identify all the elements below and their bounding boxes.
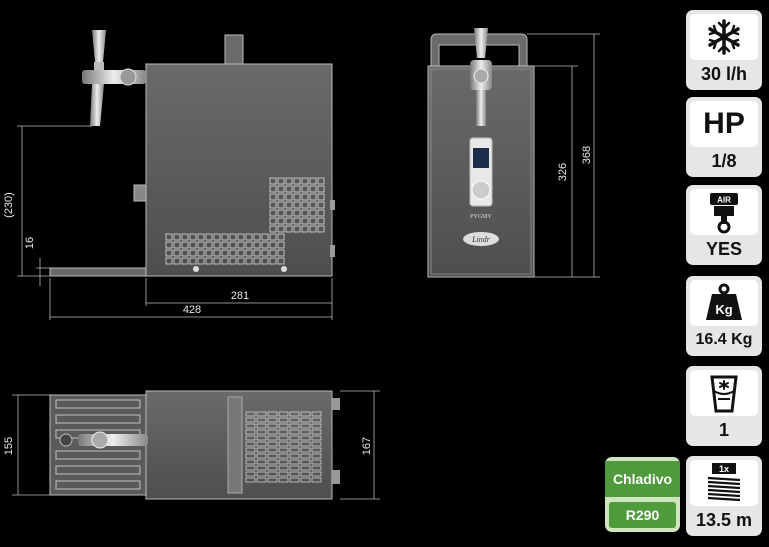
side-cabinet bbox=[145, 63, 333, 277]
air-compressor-icon: AIR bbox=[690, 189, 758, 235]
spec-value: 16.4 Kg bbox=[695, 331, 753, 348]
dim-16: 16 bbox=[24, 237, 36, 249]
ice-cup-icon bbox=[690, 370, 758, 416]
dim-281: 281 bbox=[231, 290, 249, 302]
side-handle bbox=[224, 34, 244, 65]
dim-428: 428 bbox=[183, 304, 201, 316]
refrigerant-value: R290 bbox=[609, 502, 676, 528]
drip-tray-side bbox=[49, 267, 147, 277]
top-handle bbox=[227, 396, 243, 494]
vent-grid-top bbox=[245, 411, 322, 483]
coil-count-label: 1x bbox=[719, 464, 729, 474]
dim-167: 167 bbox=[361, 437, 373, 455]
dim-368: 368 bbox=[581, 146, 593, 164]
tap-spout-front bbox=[476, 90, 486, 126]
model-label: PYGMY bbox=[470, 214, 492, 220]
refrigerant-badge: Chladivo R290 bbox=[605, 457, 680, 532]
tap-handle-front bbox=[474, 28, 488, 58]
spec-value: 1/8 bbox=[711, 151, 737, 171]
tap-handle-side bbox=[92, 30, 106, 62]
spec-value: 1 bbox=[718, 420, 729, 440]
spec-value: YES bbox=[705, 239, 743, 259]
top-dimensions bbox=[12, 390, 380, 500]
spec-air-compressor: AIR YES bbox=[686, 185, 762, 265]
front-view: PYGMY Lindr bbox=[427, 28, 535, 278]
side-dimensions bbox=[17, 125, 333, 320]
spec-cooling-capacity: 30 l/h bbox=[686, 10, 762, 90]
tap-top bbox=[78, 434, 148, 446]
spec-cooling-coil: 1x 13.5 m bbox=[686, 456, 762, 536]
kg-label: Kg bbox=[715, 302, 732, 317]
brand-label: Lindr bbox=[471, 235, 491, 244]
weight-icon: Kg bbox=[690, 280, 758, 326]
refrigerant-label: Chladivo bbox=[605, 461, 680, 497]
side-view bbox=[49, 30, 335, 277]
dim-326: 326 bbox=[557, 163, 569, 181]
top-view bbox=[49, 390, 340, 500]
vent-grid-side bbox=[165, 177, 325, 265]
snowflake-icon bbox=[690, 14, 758, 60]
cooling-coil-icon: 1x bbox=[690, 460, 758, 506]
dim-230: (230) bbox=[3, 192, 15, 218]
spec-value: 13.5 m bbox=[695, 510, 753, 530]
dim-155: 155 bbox=[3, 437, 15, 455]
side-connector bbox=[133, 184, 147, 202]
drip-tray-slots bbox=[55, 399, 141, 490]
front-dimensions bbox=[527, 33, 600, 278]
spec-value: 30 l/h bbox=[700, 64, 748, 84]
tap-spout-side bbox=[90, 84, 104, 126]
air-label: AIR bbox=[717, 196, 731, 205]
brand-logo bbox=[463, 232, 499, 246]
spec-weight: Kg 16.4 Kg bbox=[686, 276, 762, 356]
spec-ice-cups: 1 bbox=[686, 366, 762, 446]
side-foot bbox=[193, 266, 199, 272]
hp-text: HP bbox=[703, 107, 745, 140]
spec-horsepower: HP 1/8 bbox=[686, 97, 762, 177]
